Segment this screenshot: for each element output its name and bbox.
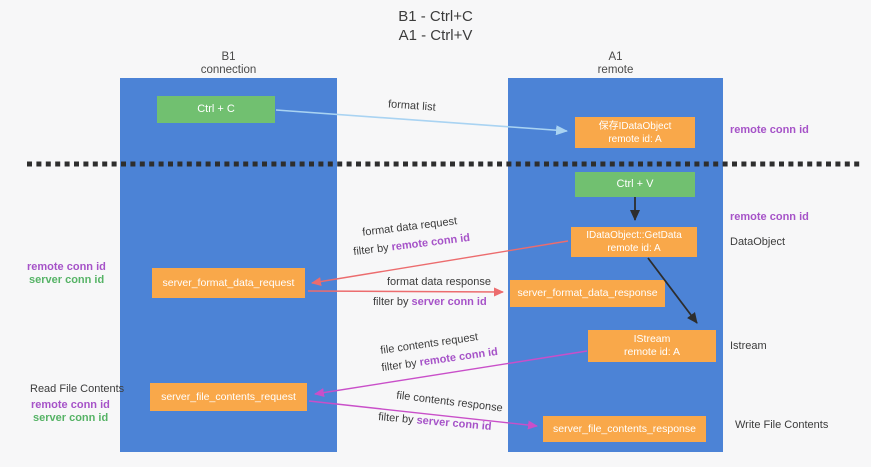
- node-file-request-label: server_file_contents_request: [161, 390, 296, 403]
- right-label-remote-conn-id-mid: remote conn id: [730, 211, 809, 223]
- node-server-file-contents-response: server_file_contents_response: [543, 416, 706, 442]
- node-istream-line1: IStream: [633, 333, 671, 345]
- node-save-idataobject: 保存IDataObject remote id: A: [575, 117, 695, 148]
- flow-label-format-list: format list: [387, 98, 437, 114]
- node-format-request-label: server_format_data_request: [162, 276, 295, 289]
- filter-by-server-conn-id: server conn id: [411, 296, 487, 308]
- filter-by-prefix: filter by: [352, 241, 393, 259]
- left-label-read-file-contents: Read File Contents: [30, 383, 125, 395]
- node-idataobject-getdata: IDataObject::GetData remote id: A: [571, 227, 697, 257]
- filter-by-prefix: filter by: [373, 296, 412, 308]
- flow-label-file-contents-response: file contents response: [395, 389, 504, 415]
- node-istream-line2: remote id: A: [623, 346, 681, 358]
- node-ctrl-v: Ctrl + V: [575, 172, 695, 197]
- node-save-idataobject-line1: 保存IDataObject: [598, 120, 672, 132]
- flow-label-filter-by-server-1: filter by server conn id: [373, 296, 487, 308]
- right-label-dataobject: DataObject: [730, 236, 786, 248]
- node-getdata-line2: remote id: A: [607, 243, 661, 254]
- node-getdata-line1: IDataObject::GetData: [586, 230, 682, 241]
- flow-label-format-data-response: format data response: [387, 276, 491, 288]
- left-label-remote-conn-id-1: remote conn id: [27, 261, 106, 273]
- diagram-title: B1 - Ctrl+C A1 - Ctrl+V: [0, 7, 871, 45]
- right-column-role: remote: [597, 64, 634, 76]
- filter-by-prefix: filter by: [377, 411, 418, 427]
- left-label-server-conn-id-1: server conn id: [29, 274, 105, 286]
- node-save-idataobject-line2: remote id: A: [608, 133, 662, 145]
- right-label-remote-conn-id-top: remote conn id: [730, 124, 809, 136]
- right-label-write-file-contents: Write File Contents: [735, 419, 829, 431]
- title-line-1: B1 - Ctrl+C: [398, 8, 473, 25]
- title-line-2: A1 - Ctrl+V: [398, 27, 473, 44]
- node-ctrl-c-label: Ctrl + C: [197, 103, 235, 115]
- left-column-role: connection: [200, 64, 257, 76]
- filter-by-prefix: filter by: [380, 356, 421, 375]
- node-file-response-label: server_file_contents_response: [552, 422, 696, 435]
- left-column-name: B1: [221, 51, 236, 63]
- node-istream: IStream remote id: A: [588, 330, 716, 362]
- right-label-istream: Istream: [730, 340, 767, 352]
- flow-label-filter-by-server-2: filter by server conn id: [378, 411, 492, 433]
- filter-by-server-conn-id: server conn id: [416, 414, 493, 433]
- filter-by-remote-conn-id: remote conn id: [390, 231, 471, 254]
- left-label-remote-conn-id-2: remote conn id: [31, 399, 110, 411]
- arrow-format-data-response: [307, 287, 504, 297]
- right-column-name: A1: [608, 51, 623, 63]
- node-ctrl-c: Ctrl + C: [157, 96, 275, 123]
- node-format-response-label: server_format_data_response: [517, 287, 658, 299]
- node-ctrl-v-label: Ctrl + V: [616, 178, 654, 190]
- left-label-server-conn-id-2: server conn id: [33, 412, 109, 424]
- right-column-header: A1 remote: [508, 51, 723, 77]
- node-server-file-contents-request: server_file_contents_request: [150, 383, 307, 411]
- node-server-format-data-response: server_format_data_response: [510, 280, 665, 307]
- left-column-header: B1 connection: [120, 51, 337, 77]
- node-server-format-data-request: server_format_data_request: [152, 268, 305, 298]
